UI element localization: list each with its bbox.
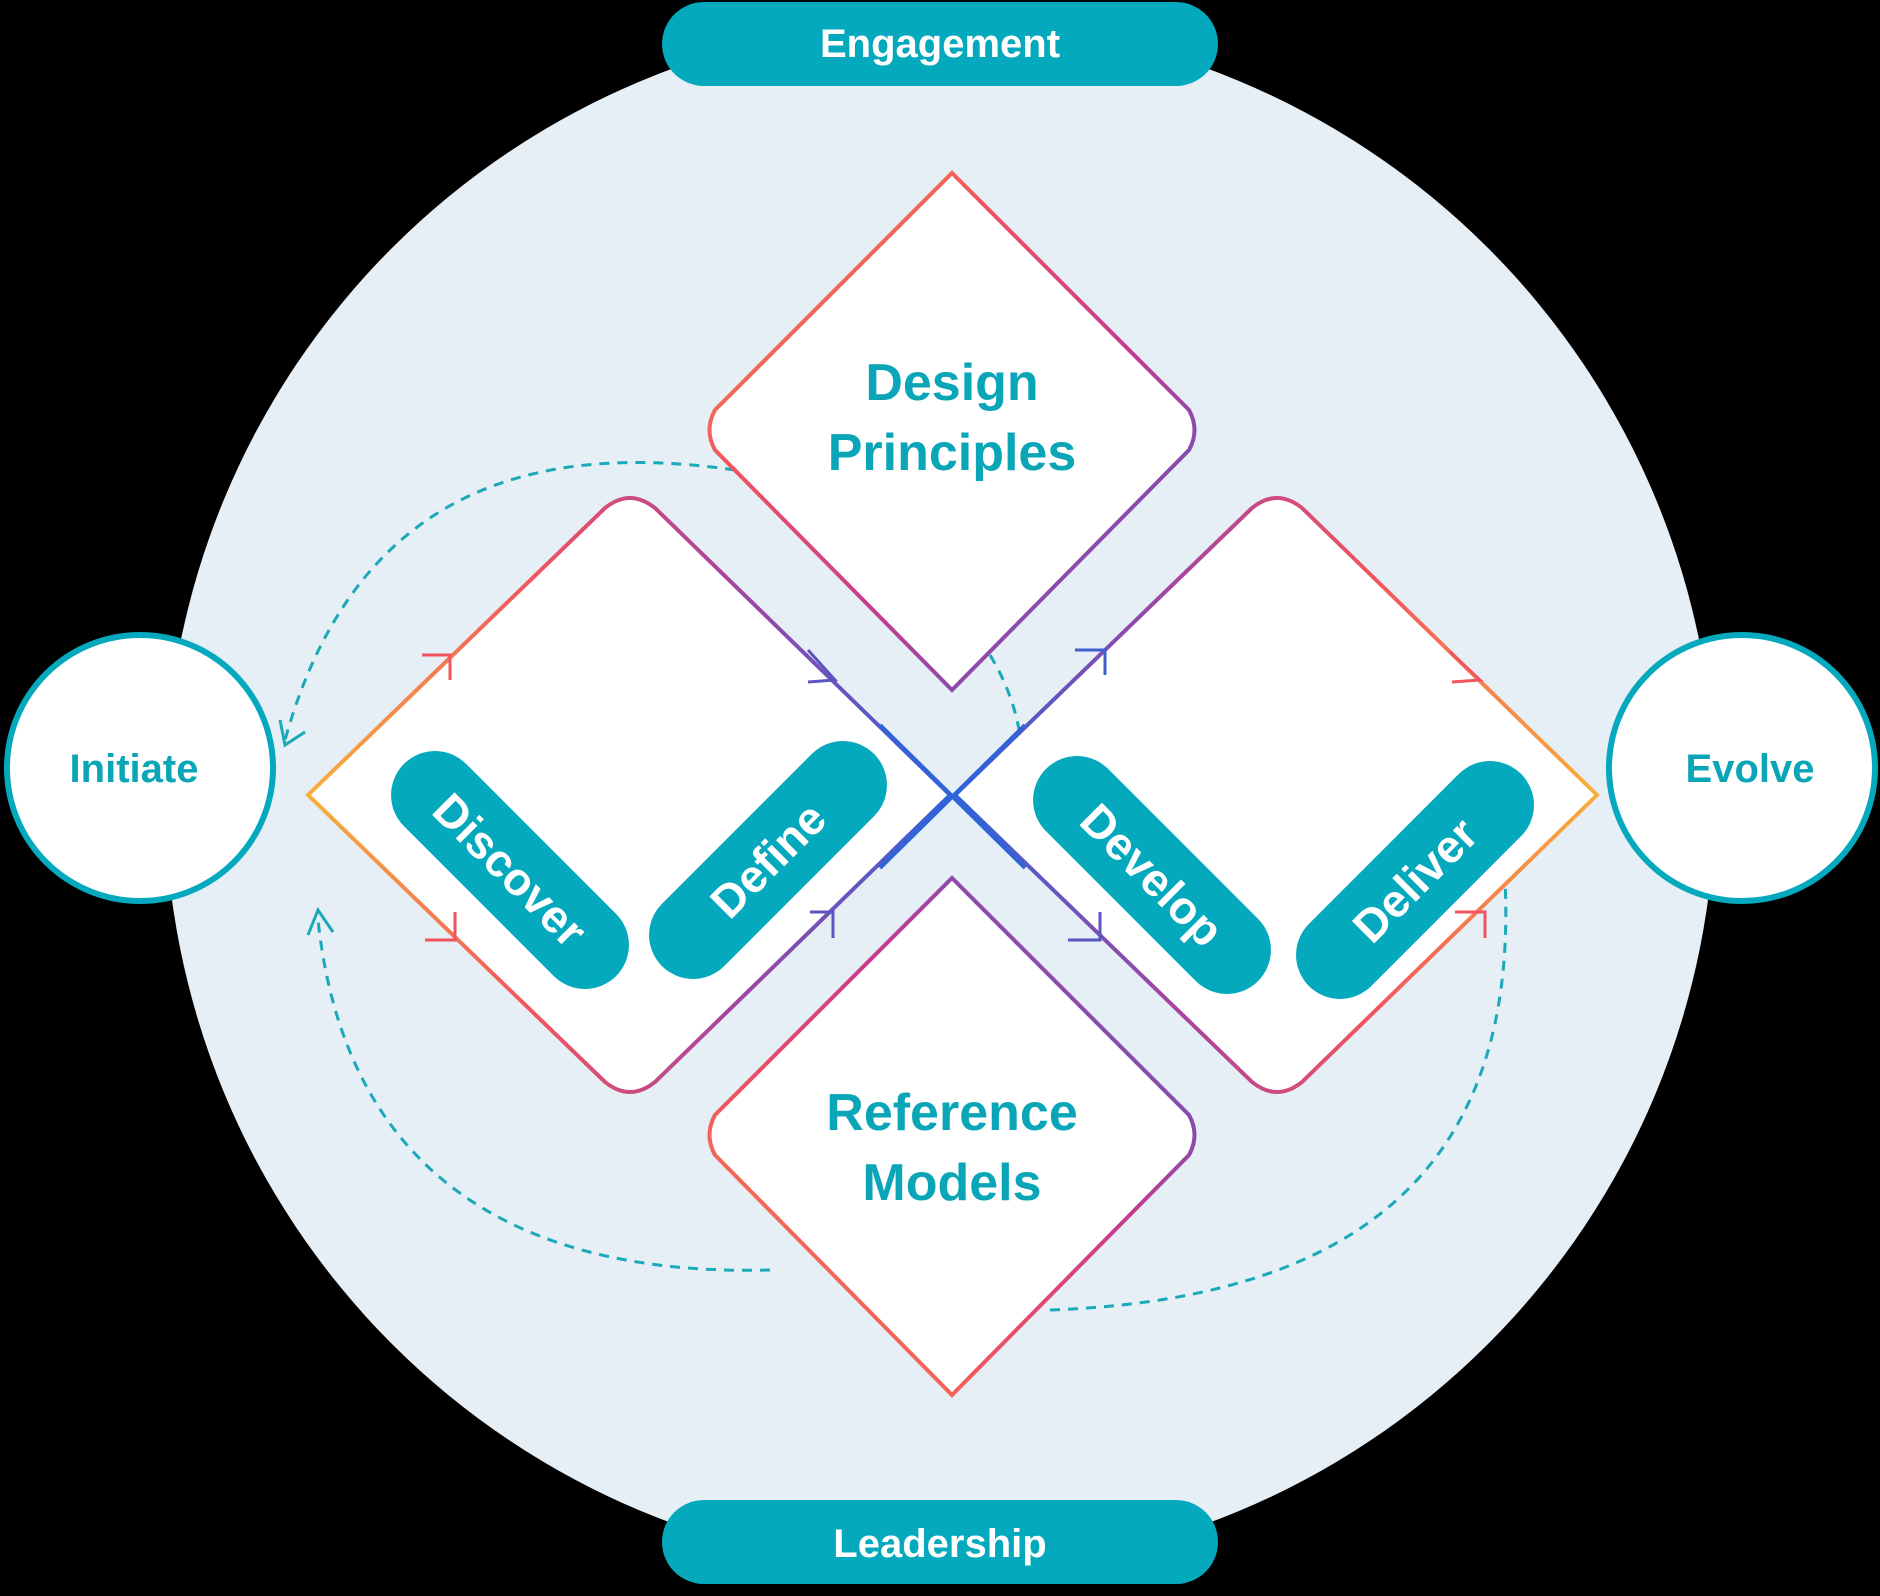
arrowhead-right-upper-left [1075, 648, 1107, 675]
arrowhead-left-upper-right [806, 648, 839, 684]
arrowhead-right-lower-right [1455, 910, 1487, 938]
dashed-arc-bottom-right [1049, 879, 1508, 1312]
arrowhead-right-lower-left [1068, 912, 1102, 942]
initiate-node: Initiate [4, 632, 276, 904]
right-diamond-arrowheads [1068, 648, 1487, 942]
center-cross [878, 723, 1027, 870]
evolve-node: Evolve [1606, 632, 1878, 904]
arrowhead-left-lower-right [810, 910, 835, 938]
dashed-arc-bottom-left [316, 919, 771, 1272]
design-principles-line2: Principles [828, 424, 1077, 482]
design-principles-diamond: Design Principles [707, 170, 1197, 693]
arrowhead-left-lower-left [425, 912, 457, 942]
reference-models-diamond: Reference Models [707, 875, 1197, 1398]
arrowhead-left-upper-left [422, 653, 452, 680]
arrowhead-right-upper-right [1448, 650, 1484, 684]
engagement-label: Engagement [820, 22, 1060, 66]
reference-models-line2: Models [862, 1154, 1041, 1212]
leadership-pill: Leadership [662, 1500, 1218, 1584]
evolve-label: Evolve [1686, 747, 1815, 791]
left-diamond-arrowheads [422, 648, 839, 942]
develop-deliver-diamond [952, 496, 1600, 1094]
reference-models-line1: Reference [826, 1084, 1077, 1142]
dashed-arc-top-left [283, 461, 736, 741]
center-cross-line-b [878, 723, 1027, 870]
engagement-pill: Engagement [662, 2, 1218, 86]
arrowhead-initiate-top [278, 719, 306, 748]
discover-define-diamond [305, 496, 953, 1094]
dashed-arc-center [988, 654, 1022, 736]
leadership-label: Leadership [833, 1522, 1046, 1566]
design-principles-line1: Design [865, 354, 1038, 412]
arrowhead-initiate-bottom [306, 906, 335, 936]
initiate-label: Initiate [70, 747, 199, 791]
